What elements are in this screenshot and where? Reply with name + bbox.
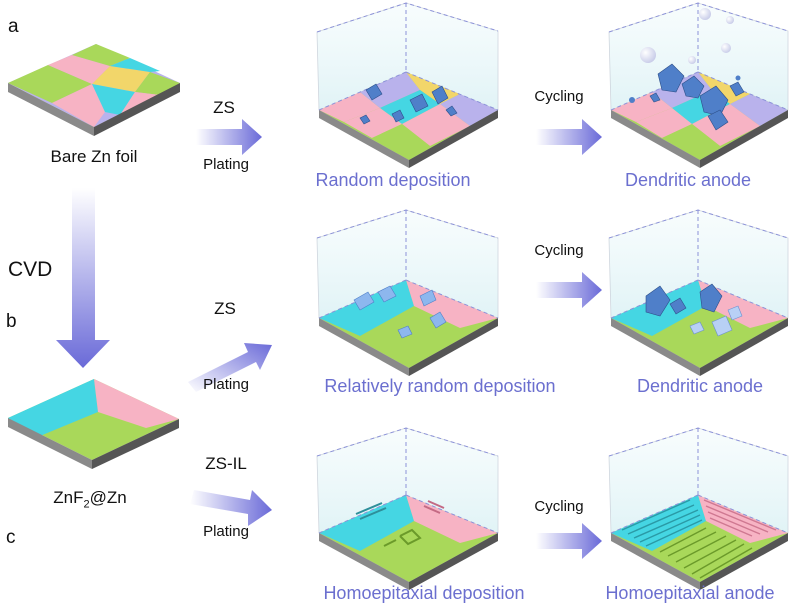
plating-label-b: Plating [203, 376, 249, 393]
panel-label-c: c [6, 527, 16, 548]
result-label-b2: Dendritic anode [636, 376, 764, 396]
znf2-prefix: ZnF [53, 488, 84, 507]
znf2-subscript: 2 [83, 498, 90, 511]
result-label-a1: Random deposition [315, 170, 471, 190]
electrolyte-label-a: ZS [213, 98, 235, 117]
znf2-suffix: @Zn [89, 488, 127, 507]
gas-bubble [688, 56, 696, 64]
cell-random-deposition [316, 2, 499, 168]
cell-homoepitaxial-anode [608, 427, 789, 590]
gas-bubble [699, 8, 711, 20]
cell-dendritic-anode-b [608, 209, 789, 376]
cycling-arrow-b [536, 272, 602, 308]
znf2-zn-foil [8, 379, 179, 469]
result-label-c2: Homoepitaxial anode [605, 583, 775, 603]
cell-homoepitaxial-deposition [316, 427, 499, 590]
cycling-label-c: Cycling [534, 498, 584, 515]
cvd-label: CVD [8, 258, 53, 281]
result-label-a2: Dendritic anode [624, 170, 752, 190]
bare-zn-foil-label: Bare Zn foil [50, 147, 138, 166]
result-label-c1: Homoepitaxial deposition [323, 583, 525, 603]
bare-zn-foil [8, 44, 180, 136]
znf2-zn-label: ZnF2@Zn [53, 488, 126, 510]
electrolyte-label-b: ZS [214, 299, 236, 318]
plating-label-a: Plating [203, 156, 249, 173]
plating-arrow-c [190, 490, 272, 526]
plating-arrow-b [188, 343, 272, 392]
cycling-label-b: Cycling [534, 242, 584, 259]
cycling-arrow-a [536, 119, 602, 155]
cell-dendritic-anode-a [608, 2, 789, 168]
result-label-b1: Relatively random deposition [324, 376, 556, 396]
electrolyte-label-c: ZS-IL [205, 454, 247, 473]
plating-arrow-a [196, 119, 262, 155]
cycling-arrow-c [536, 523, 602, 559]
cell-relatively-random-deposition [316, 209, 499, 376]
gas-bubble [726, 16, 734, 24]
plating-label-c: Plating [203, 523, 249, 540]
cycling-label-a: Cycling [534, 88, 584, 105]
gas-bubble [721, 43, 731, 53]
cvd-arrow [56, 188, 110, 368]
panel-label-b: b [6, 311, 17, 332]
gas-bubble [640, 47, 656, 63]
panel-label-a: a [8, 16, 19, 37]
